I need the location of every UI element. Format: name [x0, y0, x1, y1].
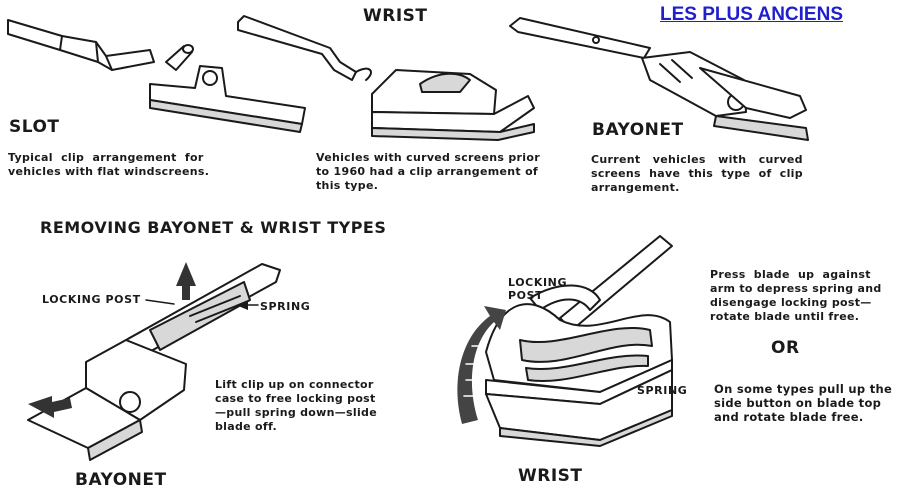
slot-pin-drawing: [165, 44, 194, 71]
wrist-arm-drawing: [237, 15, 372, 81]
bayonet-caption: Current vehicles with curved screens hav…: [591, 153, 803, 194]
slot-arm-drawing: [7, 19, 155, 71]
wrist-bottom-title: WRIST: [518, 466, 583, 486]
wrist-holder-drawing: [371, 69, 535, 141]
wrist-caption: Vehicles with curved screens prior to 19…: [316, 151, 540, 192]
bayonet-locking-post-label: LOCKING POST: [42, 293, 141, 306]
bayonet-arm-drawing: [509, 17, 651, 59]
slot-title: SLOT: [9, 117, 60, 137]
wrist-removal-instructions: Press blade up against arm to depress sp…: [710, 268, 882, 323]
les-plus-anciens-link[interactable]: LES PLUS ANCIENS: [660, 4, 843, 25]
bayonet-holder-drawing: [641, 51, 809, 141]
bayonet-removal-caption: Lift clip up on connector case to free l…: [215, 378, 377, 433]
slot-caption: Typical clip arrangement for vehicles wi…: [8, 151, 210, 178]
removing-section-title: REMOVING BAYONET & WRIST TYPES: [40, 218, 387, 237]
slot-blade-drawing: [149, 65, 306, 133]
wrist-top-title: WRIST: [363, 6, 428, 26]
wrist-locking-post-label: LOCKING POST: [508, 276, 568, 302]
wrist-spring-label: SPRING: [637, 384, 688, 397]
or-separator: OR: [771, 338, 800, 358]
bayonet-bottom-title: BAYONET: [75, 470, 167, 490]
bayonet-top-title: BAYONET: [592, 120, 684, 140]
bayonet-spring-label: SPRING: [260, 300, 311, 313]
wrist-alternative-instructions: On some types pull up the side button on…: [714, 382, 893, 424]
